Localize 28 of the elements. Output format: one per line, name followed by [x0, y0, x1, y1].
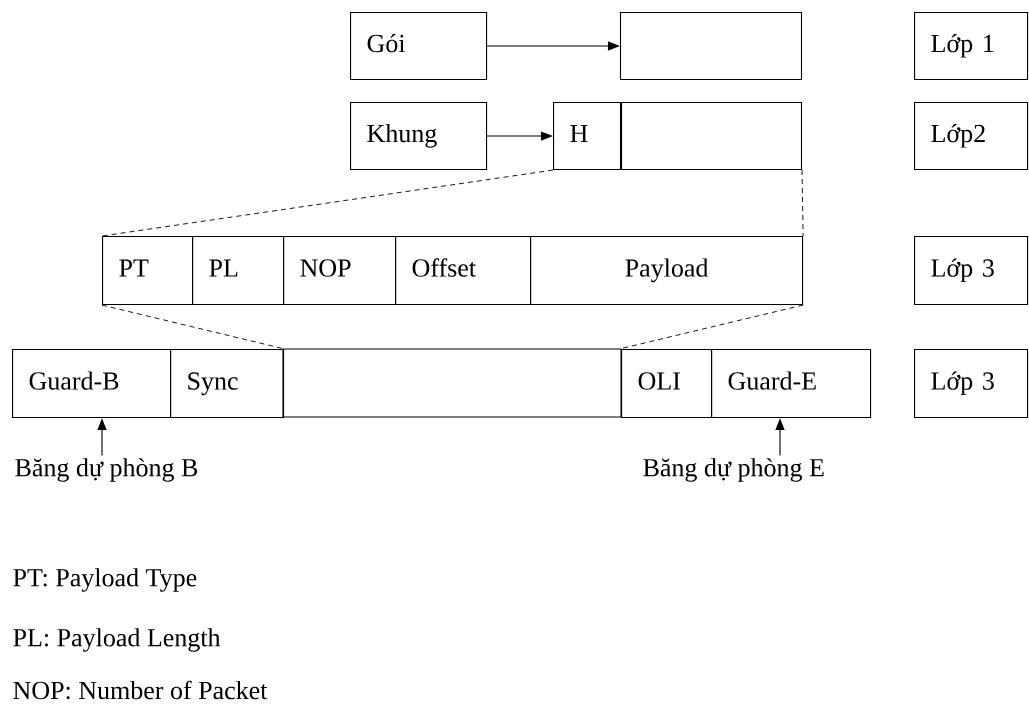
caption-text: Băng dự phòng E [643, 458, 824, 482]
empty-field [619, 11, 803, 81]
caption-text: Băng dự phòng B [15, 458, 198, 482]
field-box: Lớp2 [914, 102, 1029, 171]
field-box: PL [192, 236, 285, 306]
field-box: Khung [350, 102, 488, 171]
field-box: H [553, 102, 623, 171]
field-box: Lớp 1 [914, 12, 1029, 81]
empty-field [282, 348, 622, 418]
field-box: Guard-B [12, 349, 172, 419]
field-box: OLI [621, 349, 713, 419]
field-box: Lớp 3 [914, 349, 1029, 419]
zoom-line [801, 169, 804, 237]
field-box: Gói [350, 12, 488, 81]
field-box: Guard-E [711, 349, 872, 419]
zoom-line [621, 304, 804, 349]
field-box: Payload [530, 236, 804, 306]
field-box: NOP [283, 236, 397, 306]
field-box: PT [102, 236, 194, 306]
field-box: Lớp 3 [914, 236, 1029, 306]
legend-note: NOP: Number of Packet [13, 680, 268, 700]
empty-field [619, 101, 803, 171]
zoom-line [101, 169, 554, 237]
zoom-line [101, 304, 283, 349]
legend-note: PT: Payload Type [13, 568, 197, 592]
field-box: Offset [395, 236, 532, 306]
field-box: Sync [170, 349, 285, 419]
legend-note: PL: Payload Length [13, 628, 221, 652]
